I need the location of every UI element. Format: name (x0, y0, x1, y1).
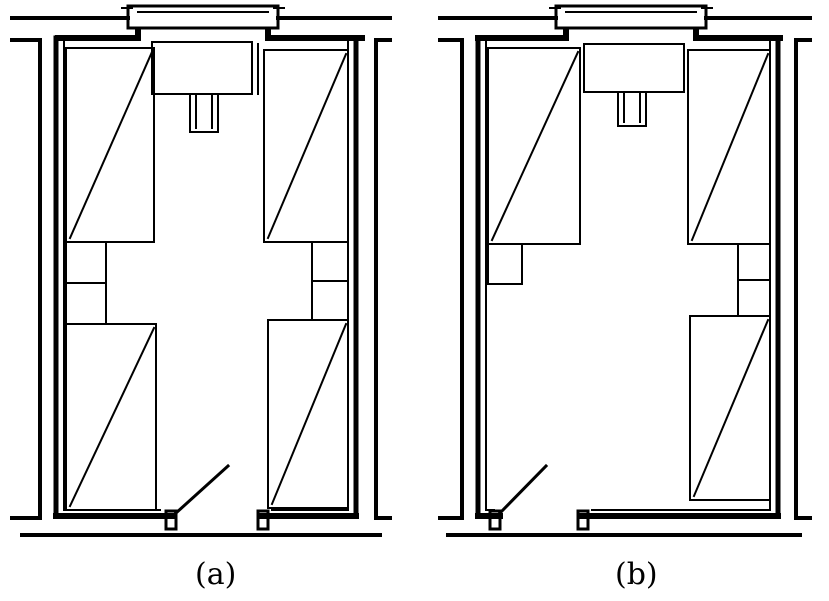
plan-b-cabinet-left (487, 243, 523, 285)
plan-b (438, 4, 812, 537)
plan-a-cabinet-right (311, 241, 349, 321)
plan-a-bed-bottom-right (267, 319, 349, 509)
plan-b-door-leaf (497, 463, 549, 516)
plan-a-counter (151, 41, 259, 133)
plan-a (10, 4, 392, 537)
plan-a-bed-top-left (65, 47, 155, 243)
plan-a-door-leaf (173, 463, 231, 516)
panel-b-caption: (b) (615, 557, 658, 592)
plan-a-cabinet-left (65, 241, 107, 325)
plan-b-bed-top-right (687, 49, 771, 245)
plan-b-cabinet-right (737, 243, 771, 317)
plan-b-bed-top-left (487, 47, 581, 245)
plan-b-counter (583, 43, 685, 127)
plan-b-bed-bottom-right (689, 315, 771, 501)
plan-a-window (121, 4, 285, 30)
plan-a-room-walls (53, 27, 365, 531)
plan-a-bed-bottom-left (65, 323, 157, 511)
plan-b-window (549, 4, 713, 30)
plan-a-outer-walls (10, 16, 392, 537)
panel-a-caption: (a) (195, 557, 237, 592)
plan-b-room-walls (475, 27, 783, 531)
plan-a-bed-top-right (263, 49, 349, 243)
plan-b-outer-walls (438, 16, 812, 537)
